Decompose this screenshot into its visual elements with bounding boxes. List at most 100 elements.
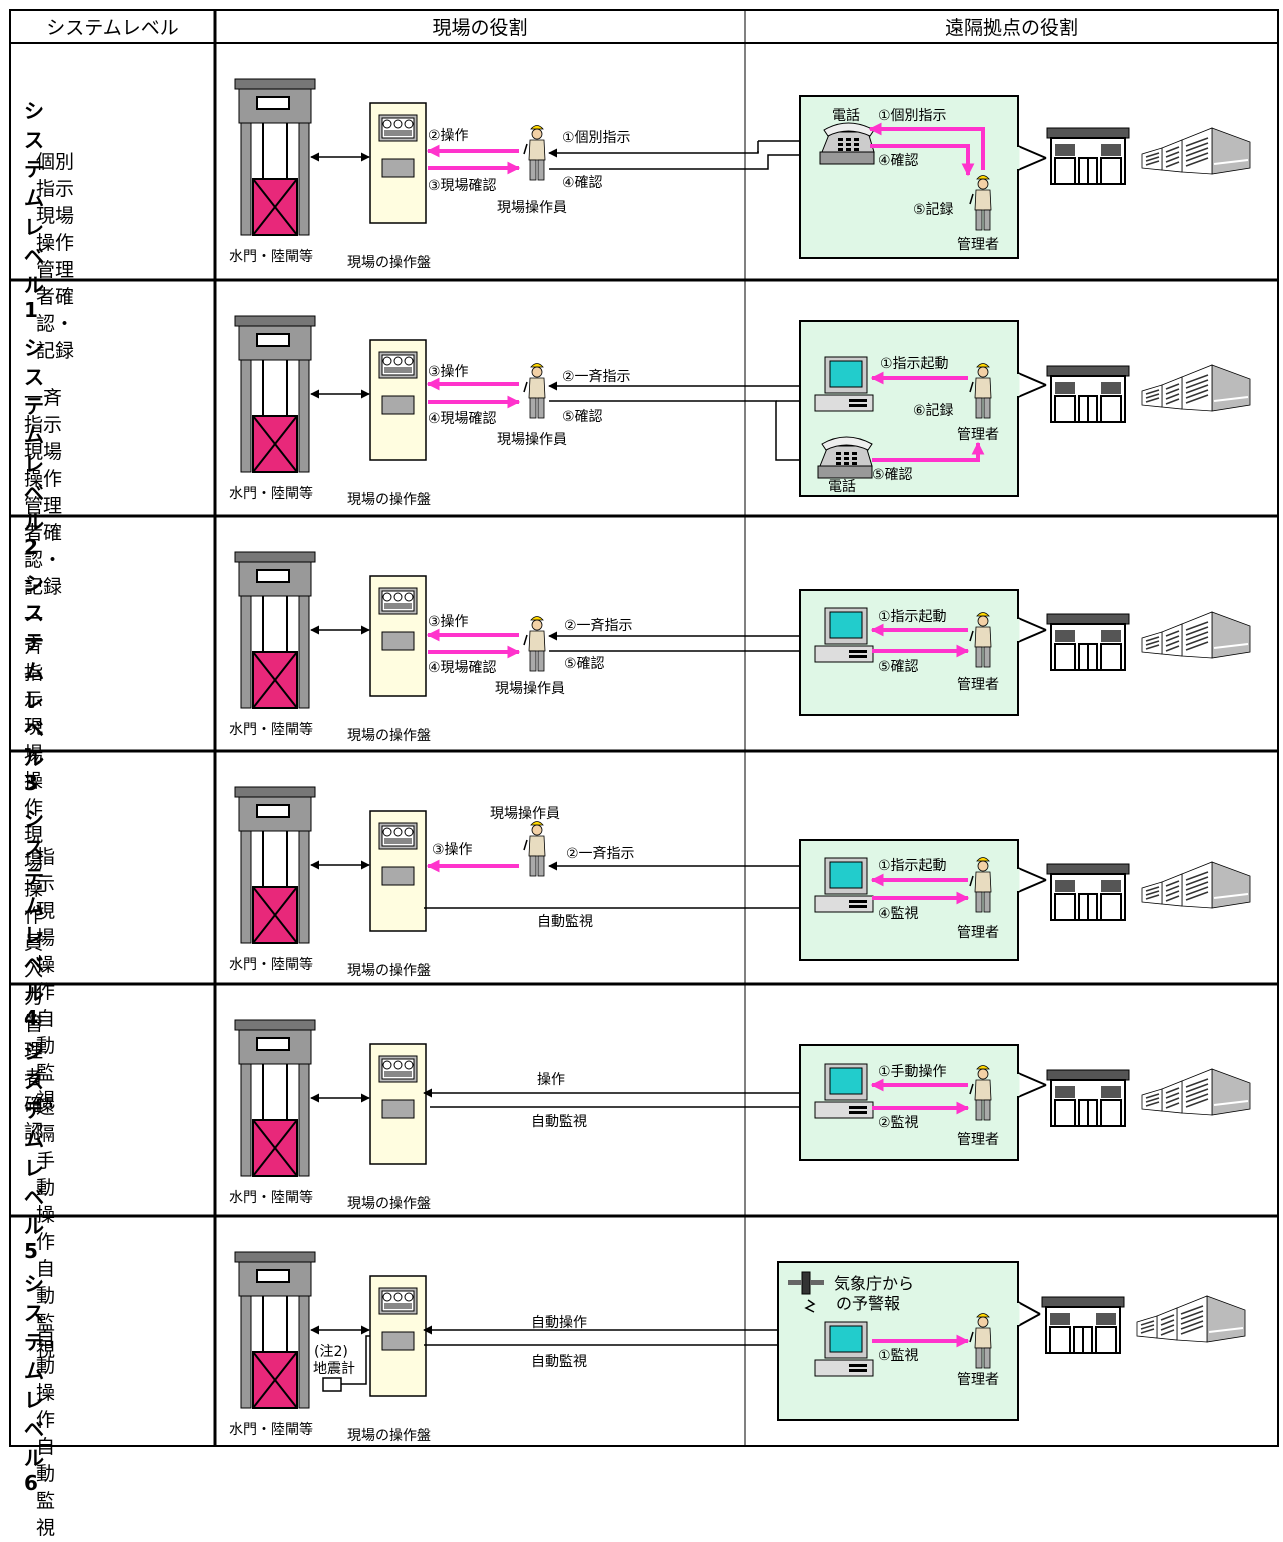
diagram-canvas bbox=[9, 9, 1279, 1447]
step-label: ①個別指示 bbox=[562, 130, 631, 146]
level-title: システムレベル5 bbox=[24, 1040, 44, 1263]
step-label: ④現場確認 bbox=[428, 660, 497, 676]
header-remote-role: 遠隔拠点の役割 bbox=[944, 17, 1078, 39]
office-building-icon bbox=[1046, 127, 1130, 185]
control-panel-icon bbox=[369, 1043, 427, 1165]
panel-label: 現場の操作盤 bbox=[347, 728, 431, 744]
office-building-icon bbox=[1046, 1069, 1130, 1127]
description-line: 現場操作 bbox=[36, 900, 56, 1003]
magenta-arrow bbox=[872, 441, 985, 462]
manager-icon bbox=[969, 612, 992, 668]
step-label: 自動監視 bbox=[531, 1114, 587, 1130]
seismometer-icon bbox=[322, 1377, 342, 1392]
office-building-icon bbox=[1046, 863, 1130, 921]
manager-icon bbox=[969, 1313, 992, 1369]
level-title: システムレベル3 bbox=[24, 572, 44, 795]
floodgate-icon bbox=[234, 1251, 316, 1409]
step-label: ②一斉指示 bbox=[562, 369, 631, 385]
panel-label: 現場の操作盤 bbox=[347, 255, 431, 271]
control-panel-icon bbox=[369, 810, 427, 932]
description-line: 管理者確認・記録 bbox=[24, 495, 63, 598]
step-label: ③操作 bbox=[432, 842, 473, 858]
gate-label: 水門・陸閘等 bbox=[229, 486, 313, 502]
level-description: 個別指示現場操作管理者確認・記録 bbox=[36, 149, 74, 365]
description-line: 自動監視 bbox=[36, 1258, 56, 1361]
seismometer-label: 地震計 bbox=[313, 1361, 355, 1377]
worker-label: 現場操作員 bbox=[490, 806, 560, 822]
step-label: ④確認 bbox=[562, 175, 603, 191]
description-line: 現場操作員入力 bbox=[24, 824, 44, 1008]
manager-label: 管理者 bbox=[957, 427, 999, 443]
step-label: ②操作 bbox=[428, 128, 469, 144]
description-line: 個別指示 bbox=[36, 151, 75, 200]
control-panel-icon bbox=[369, 339, 427, 461]
step-label: 自動操作 bbox=[531, 1315, 587, 1331]
factory-building-icon bbox=[1141, 127, 1251, 175]
level-title: システムレベル2 bbox=[24, 336, 44, 559]
manager-label: 管理者 bbox=[957, 925, 999, 941]
gate-label: 水門・陸閘等 bbox=[229, 1422, 313, 1438]
factory-building-icon bbox=[1141, 1068, 1251, 1116]
level-title: システムレベル1 bbox=[24, 99, 44, 322]
step-label: ①個別指示 bbox=[878, 108, 947, 124]
control-panel-icon bbox=[369, 102, 427, 224]
panel-label: 現場の操作盤 bbox=[347, 963, 431, 979]
seismometer-link bbox=[341, 1335, 370, 1385]
step-label: ⑥記録 bbox=[913, 403, 954, 419]
step-label: ①指示起動 bbox=[878, 858, 947, 874]
description-line: 遠隔手動操作 bbox=[36, 1096, 56, 1253]
worker-label: 現場操作員 bbox=[497, 200, 567, 216]
description-line: 管理者確認 bbox=[24, 1013, 44, 1143]
step-label: 操作 bbox=[537, 1072, 565, 1088]
worker-icon bbox=[523, 821, 546, 877]
connector-line bbox=[548, 148, 759, 158]
gate-label: 水門・陸閘等 bbox=[229, 722, 313, 738]
header-system-level: システムレベル bbox=[46, 17, 179, 39]
level-description: 一斉指示現場操作現場操作員入力管理者確認 bbox=[24, 606, 43, 1146]
description-line: 自動監視 bbox=[36, 1436, 56, 1539]
floodgate-icon bbox=[234, 1019, 316, 1177]
manager-label: 管理者 bbox=[957, 237, 999, 253]
step-label: ①手動操作 bbox=[878, 1064, 947, 1080]
level-description: 自動操作自動監視 bbox=[36, 1326, 55, 1542]
factory-building-icon bbox=[1141, 861, 1251, 909]
step-label: 自動監視 bbox=[531, 1354, 587, 1370]
manager-icon bbox=[969, 857, 992, 913]
description-line: 指示 bbox=[36, 846, 56, 895]
magenta-arrow bbox=[868, 122, 985, 170]
step-label: ⑤確認 bbox=[872, 467, 913, 483]
step-label: ⑤確認 bbox=[562, 409, 603, 425]
step-label: 自動監視 bbox=[537, 914, 593, 930]
description-line: 管理者確認・記録 bbox=[36, 259, 75, 362]
phone-label: 電話 bbox=[828, 479, 856, 495]
factory-building-icon bbox=[1141, 611, 1251, 659]
table-border bbox=[9, 9, 1279, 1447]
floodgate-icon bbox=[234, 315, 316, 473]
computer-icon bbox=[814, 1063, 874, 1119]
manager-icon bbox=[969, 363, 992, 419]
computer-icon bbox=[814, 857, 874, 913]
telephone-icon bbox=[817, 436, 873, 479]
gate-label: 水門・陸閘等 bbox=[229, 957, 313, 973]
description-line: 現場操作 bbox=[24, 441, 63, 490]
computer-icon bbox=[814, 356, 874, 412]
control-panel-icon bbox=[369, 1275, 427, 1397]
worker-label: 現場操作員 bbox=[497, 432, 567, 448]
jma-label: の予警報 bbox=[836, 1294, 901, 1313]
manager-label: 管理者 bbox=[957, 677, 999, 693]
worker-icon bbox=[523, 363, 546, 419]
manager-icon bbox=[969, 1065, 992, 1121]
step-label: ③操作 bbox=[428, 614, 469, 630]
computer-icon bbox=[814, 1321, 874, 1377]
step-label: ③現場確認 bbox=[428, 178, 497, 194]
step-label: ①監視 bbox=[878, 1348, 919, 1364]
weather-satellite-icon bbox=[788, 1271, 824, 1313]
computer-icon bbox=[814, 607, 874, 663]
manager-label: 管理者 bbox=[957, 1372, 999, 1388]
panel-label: 現場の操作盤 bbox=[347, 492, 431, 508]
step-label: ⑤記録 bbox=[913, 202, 954, 218]
magenta-arrow bbox=[870, 144, 975, 177]
description-line: 自動監視 bbox=[36, 1008, 56, 1111]
description-line: 現場操作 bbox=[24, 716, 44, 819]
telephone-icon bbox=[819, 122, 875, 165]
